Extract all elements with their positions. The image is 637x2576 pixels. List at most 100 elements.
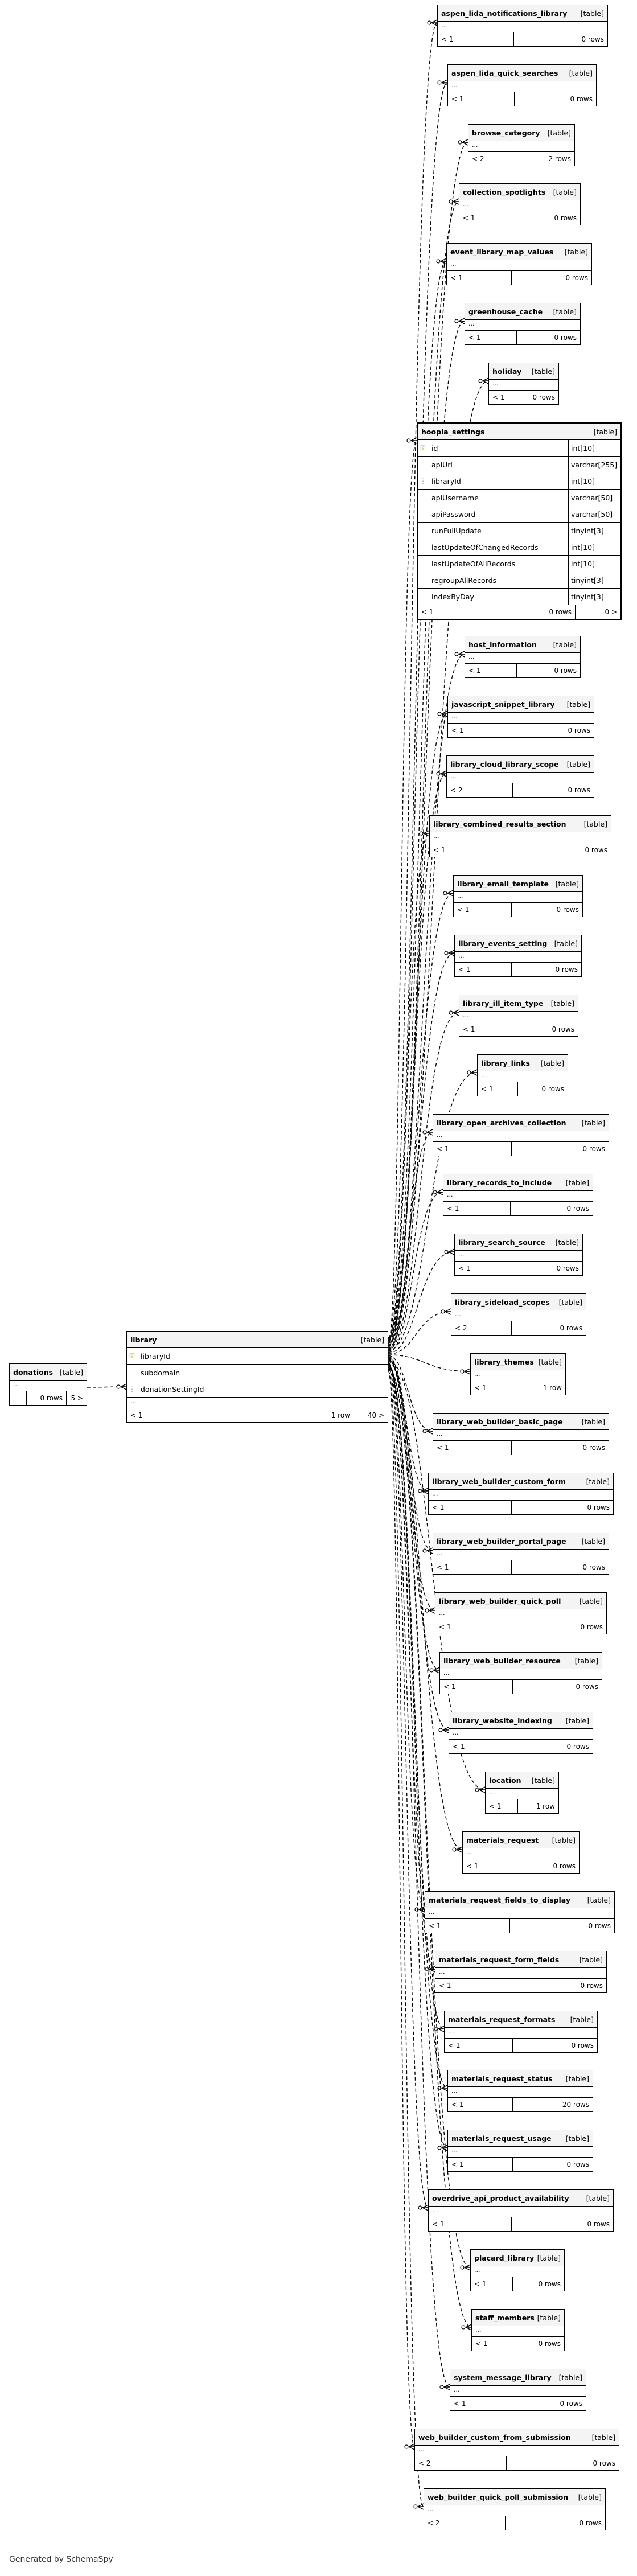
overdrive-api-product-availability-table[interactable]: overdrive_api_product_availability[table… bbox=[428, 2189, 614, 2232]
parents-count[interactable]: < 1 bbox=[437, 1145, 449, 1153]
parents-count[interactable]: < 1 bbox=[432, 2220, 445, 2228]
parents-count[interactable]: < 1 bbox=[448, 2041, 461, 2049]
parents-count[interactable]: < 2 bbox=[455, 1324, 467, 1332]
parents-count[interactable]: < 2 bbox=[472, 155, 484, 163]
parents-count[interactable]: < 1 bbox=[453, 1743, 465, 1751]
parents-count[interactable]: < 1 bbox=[451, 2101, 464, 2109]
parents-count[interactable]: < 1 bbox=[481, 1085, 494, 1093]
parents-count[interactable]: < 1 bbox=[421, 608, 434, 616]
parents-count[interactable]: < 1 bbox=[437, 1444, 449, 1452]
parents-count[interactable]: < 1 bbox=[437, 1563, 449, 1571]
children-count[interactable]: 40 > bbox=[354, 1408, 388, 1422]
column-type: varchar[255] bbox=[568, 457, 620, 473]
web-builder-custom-from-submission-table[interactable]: web_builder_custom_from_submission[table… bbox=[414, 2429, 619, 2471]
parents-count[interactable]: < 2 bbox=[418, 2459, 431, 2467]
parents-count[interactable]: < 1 bbox=[432, 1503, 445, 1511]
parents-count[interactable]: < 1 bbox=[439, 1623, 451, 1631]
parents-count[interactable]: < 1 bbox=[451, 726, 464, 734]
parents-count[interactable]: < 1 bbox=[447, 1205, 459, 1213]
parents-count[interactable]: < 1 bbox=[454, 2400, 466, 2407]
donations-table[interactable]: donations [table] ... 0 rows 5 > bbox=[9, 1363, 87, 1406]
parents-count[interactable]: < 1 bbox=[468, 667, 481, 675]
web-builder-quick-poll-submission-table[interactable]: web_builder_quick_poll_submission[table]… bbox=[424, 2488, 606, 2530]
materials-request-fields-to-display-table[interactable]: materials_request_fields_to_display[tabl… bbox=[425, 1891, 615, 1933]
parents-count[interactable]: < 1 bbox=[451, 2160, 464, 2168]
parents-count[interactable]: < 1 bbox=[489, 1802, 502, 1810]
parents-count[interactable]: < 1 bbox=[433, 846, 446, 854]
library-cloud-library-scope-table[interactable]: library_cloud_library_scope[table]...< 2… bbox=[446, 755, 594, 798]
parents-count[interactable]: < 1 bbox=[474, 2280, 487, 2288]
parents-count[interactable]: < 1 bbox=[466, 1862, 479, 1870]
parents-count[interactable]: < 1 bbox=[451, 95, 464, 103]
parents-count[interactable]: < 1 bbox=[458, 966, 471, 973]
library-web-builder-custom-form-table[interactable]: library_web_builder_custom_form[table]..… bbox=[428, 1473, 614, 1515]
parents-count[interactable]: < 1 bbox=[429, 1922, 441, 1930]
parents-count[interactable]: < 1 bbox=[468, 334, 481, 342]
library-table[interactable]: library [table] ⚿ libraryId subdomain ⋮ … bbox=[126, 1331, 388, 1423]
children-count[interactable]: 5 > bbox=[66, 1391, 87, 1405]
parents-count[interactable]: < 1 bbox=[463, 214, 475, 222]
parents-count[interactable]: < 1 bbox=[443, 1683, 456, 1691]
column-row[interactable]: ⋮ donationSettingId bbox=[127, 1381, 388, 1398]
children-count[interactable]: 0 > bbox=[575, 605, 620, 619]
library-open-archives-collection-table[interactable]: library_open_archives_collection[table].… bbox=[433, 1114, 609, 1156]
parents-count[interactable]: < 1 bbox=[458, 1264, 471, 1272]
library-web-builder-portal-page-table[interactable]: library_web_builder_portal_page[table]..… bbox=[433, 1533, 609, 1575]
parents-count[interactable]: < 1 bbox=[450, 274, 463, 282]
parents-count[interactable]: < 2 bbox=[428, 2519, 440, 2527]
parents-count[interactable]: < 1 bbox=[441, 35, 454, 43]
parents-count[interactable]: < 1 bbox=[492, 393, 505, 401]
materials-request-form-fields-table[interactable]: materials_request_form_fields[table]...<… bbox=[435, 1951, 607, 1993]
aspen-lida-notifications-library-table[interactable]: aspen_lida_notifications_library[table].… bbox=[437, 5, 608, 47]
parents-count[interactable]: < 1 bbox=[457, 906, 470, 914]
parents-count[interactable]: < 1 bbox=[439, 1982, 451, 1990]
parents-count[interactable]: < 1 bbox=[475, 2340, 488, 2348]
library-combined-results-section-table[interactable]: library_combined_results_section[table].… bbox=[429, 815, 611, 857]
parents-count[interactable]: < 1 bbox=[474, 1384, 487, 1392]
library-web-builder-quick-poll-table[interactable]: library_web_builder_quick_poll[table]...… bbox=[435, 1592, 607, 1634]
column-row[interactable]: ⚿ libraryId bbox=[127, 1348, 388, 1365]
library-web-builder-resource-table[interactable]: library_web_builder_resource[table]...< … bbox=[439, 1652, 602, 1694]
parents-count[interactable]: < 1 bbox=[463, 1025, 475, 1033]
column-row[interactable]: subdomain bbox=[127, 1365, 388, 1381]
parents-count[interactable]: < 2 bbox=[450, 786, 463, 794]
parents-count[interactable]: < 1 bbox=[130, 1411, 143, 1419]
library-web-builder-basic-page-table[interactable]: library_web_builder_basic_page[table]...… bbox=[433, 1413, 609, 1455]
